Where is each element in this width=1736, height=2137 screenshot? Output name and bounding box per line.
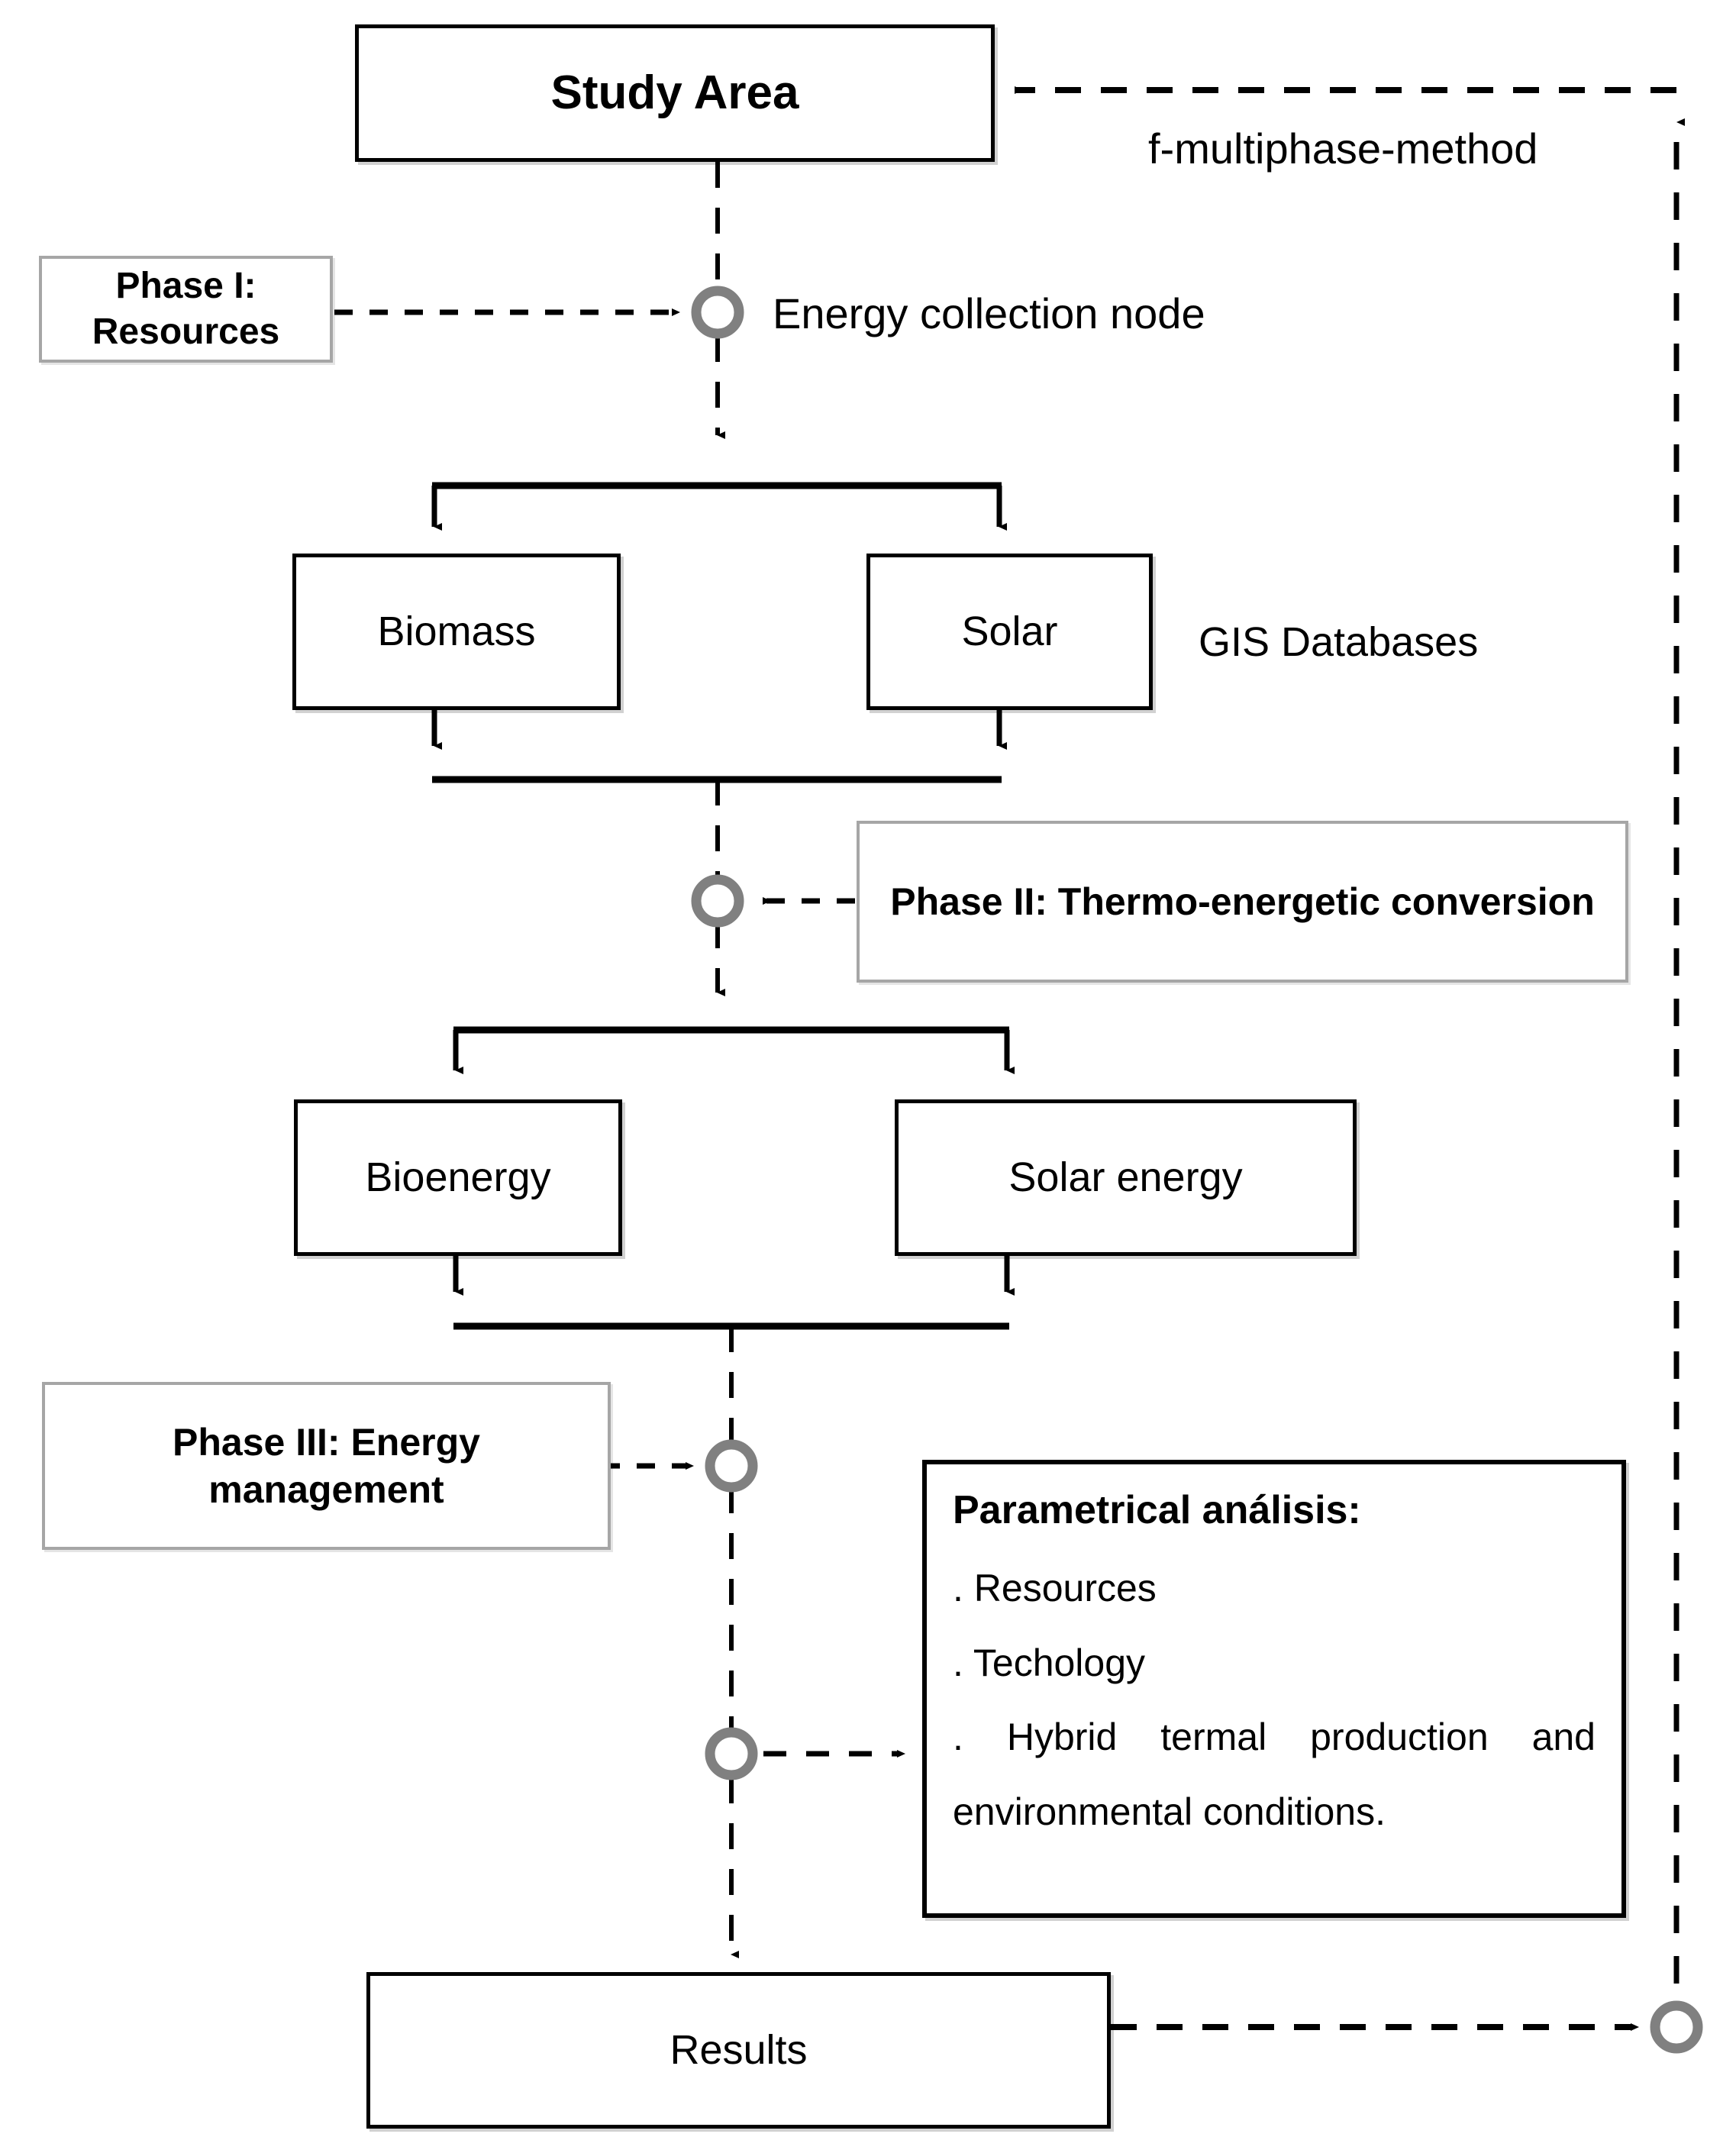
parametrical-title: Parametrical análisis: [953, 1488, 1361, 1532]
connector-fan-conversion [453, 1026, 1015, 1074]
connector-fan-resources [431, 482, 1007, 531]
phase1-box[interactable]: Phase I: Resources [39, 256, 333, 363]
biomass-box[interactable]: Biomass [292, 554, 621, 710]
energy-collection-node-legend: Energy collection node [773, 289, 1205, 337]
phase3-box[interactable]: Phase III: Energy management [42, 1382, 611, 1550]
biomass-label: Biomass [377, 608, 536, 654]
connector-merge-conversion [453, 1254, 1015, 1330]
parametrical-analysis-box[interactable]: Parametrical análisis: . Resources . Tec… [922, 1460, 1626, 1918]
solar-energy-label: Solar energy [1008, 1154, 1243, 1200]
connector-merge-resources [431, 709, 1007, 783]
bioenergy-label: Bioenergy [365, 1154, 551, 1200]
connector-feedback-loop-up [1015, 86, 1685, 1984]
solar-box[interactable]: Solar [866, 554, 1153, 710]
solar-label: Solar [961, 608, 1058, 654]
phase1-label: Phase I: Resources [92, 266, 280, 352]
solar-energy-box[interactable]: Solar energy [895, 1099, 1357, 1256]
phase2-box[interactable]: Phase II: Thermo-energetic conversion [857, 821, 1628, 983]
parametrical-item-techology: . Techology [953, 1641, 1146, 1684]
phase3-label: Phase III: Energy management [173, 1420, 480, 1512]
results-label: Results [670, 2026, 808, 2073]
parametrical-item-hybrid-termal: . Hybrid termal production and [953, 1716, 1596, 1758]
phase2-label: Phase II: Thermo-energetic conversion [890, 880, 1595, 923]
parametrical-item-environmental: environmental conditions. [953, 1790, 1386, 1833]
study-area-label: Study Area [550, 66, 799, 120]
bioenergy-box[interactable]: Bioenergy [294, 1099, 622, 1256]
parametrical-item-resources: . Resources [953, 1567, 1157, 1609]
f-multiphase-method-label: f-multiphase-method [1148, 124, 1538, 173]
results-box[interactable]: Results [366, 1972, 1111, 2129]
gis-databases-label: GIS Databases [1199, 619, 1479, 665]
study-area-box[interactable]: Study Area [355, 24, 995, 162]
